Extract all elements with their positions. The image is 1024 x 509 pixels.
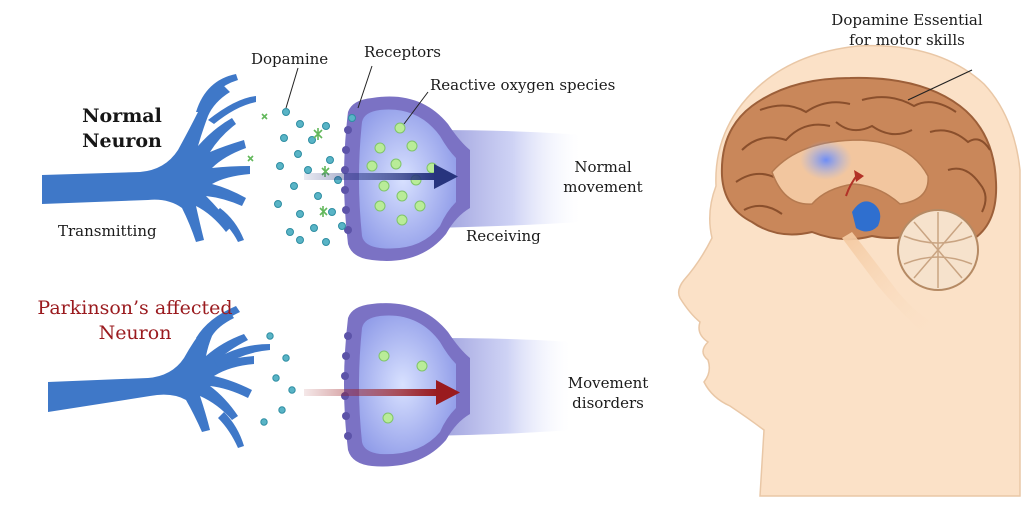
receptors-leader: [357, 65, 373, 109]
caption-leader-line: [907, 69, 973, 101]
pd-ros-particles: [378, 350, 428, 424]
normal-presynaptic-neuron: [42, 74, 256, 242]
cerebellum: [897, 209, 979, 291]
brain: [720, 69, 998, 330]
normal-outcome-line1: Normal: [574, 158, 632, 176]
receptors-label: Receptors: [364, 43, 441, 61]
normal-signal-arrow: [304, 164, 458, 189]
pd-presynaptic-neuron: [48, 306, 270, 448]
dopamine-particles: [274, 108, 356, 246]
parkinsons-neuron-title: Parkinson’s affected Neuron: [28, 296, 242, 346]
dopamine-leader: [285, 67, 299, 109]
normal-title-line1: Normal: [82, 105, 162, 127]
brain-caption-line2: for motor skills: [849, 31, 965, 49]
pd-signal-arrow: [304, 380, 460, 405]
pd-outcome-line1: Movement: [567, 374, 649, 392]
pd-dopamine-particles: [260, 332, 296, 426]
pd-synapse-bulb: [341, 303, 570, 467]
ros-particles: [366, 122, 438, 226]
receptor-bumps: [341, 126, 352, 234]
brain-caption: Dopamine Essential for motor skills: [812, 10, 1002, 50]
normal-outcome-line2: movement: [563, 178, 643, 196]
normal-movement-label: Normal movement: [548, 157, 658, 197]
pd-title-line2: Neuron: [98, 322, 172, 344]
green-star-particles: [247, 113, 330, 217]
dopamine-label: Dopamine: [251, 50, 329, 68]
movement-disorders-label: Movement disorders: [548, 373, 668, 413]
transmitting-label: Transmitting: [58, 222, 157, 240]
normal-title-line2: Neuron: [82, 130, 162, 152]
ros-label: Reactive oxygen species: [430, 76, 616, 94]
ros-leader: [403, 91, 429, 125]
brain-caption-line1: Dopamine Essential: [831, 11, 983, 29]
receiving-label: Receiving: [466, 227, 541, 245]
pd-outcome-line2: disorders: [572, 394, 644, 412]
pd-title-line1: Parkinson’s affected: [37, 297, 233, 319]
normal-neuron-title: Normal Neuron: [62, 104, 182, 154]
